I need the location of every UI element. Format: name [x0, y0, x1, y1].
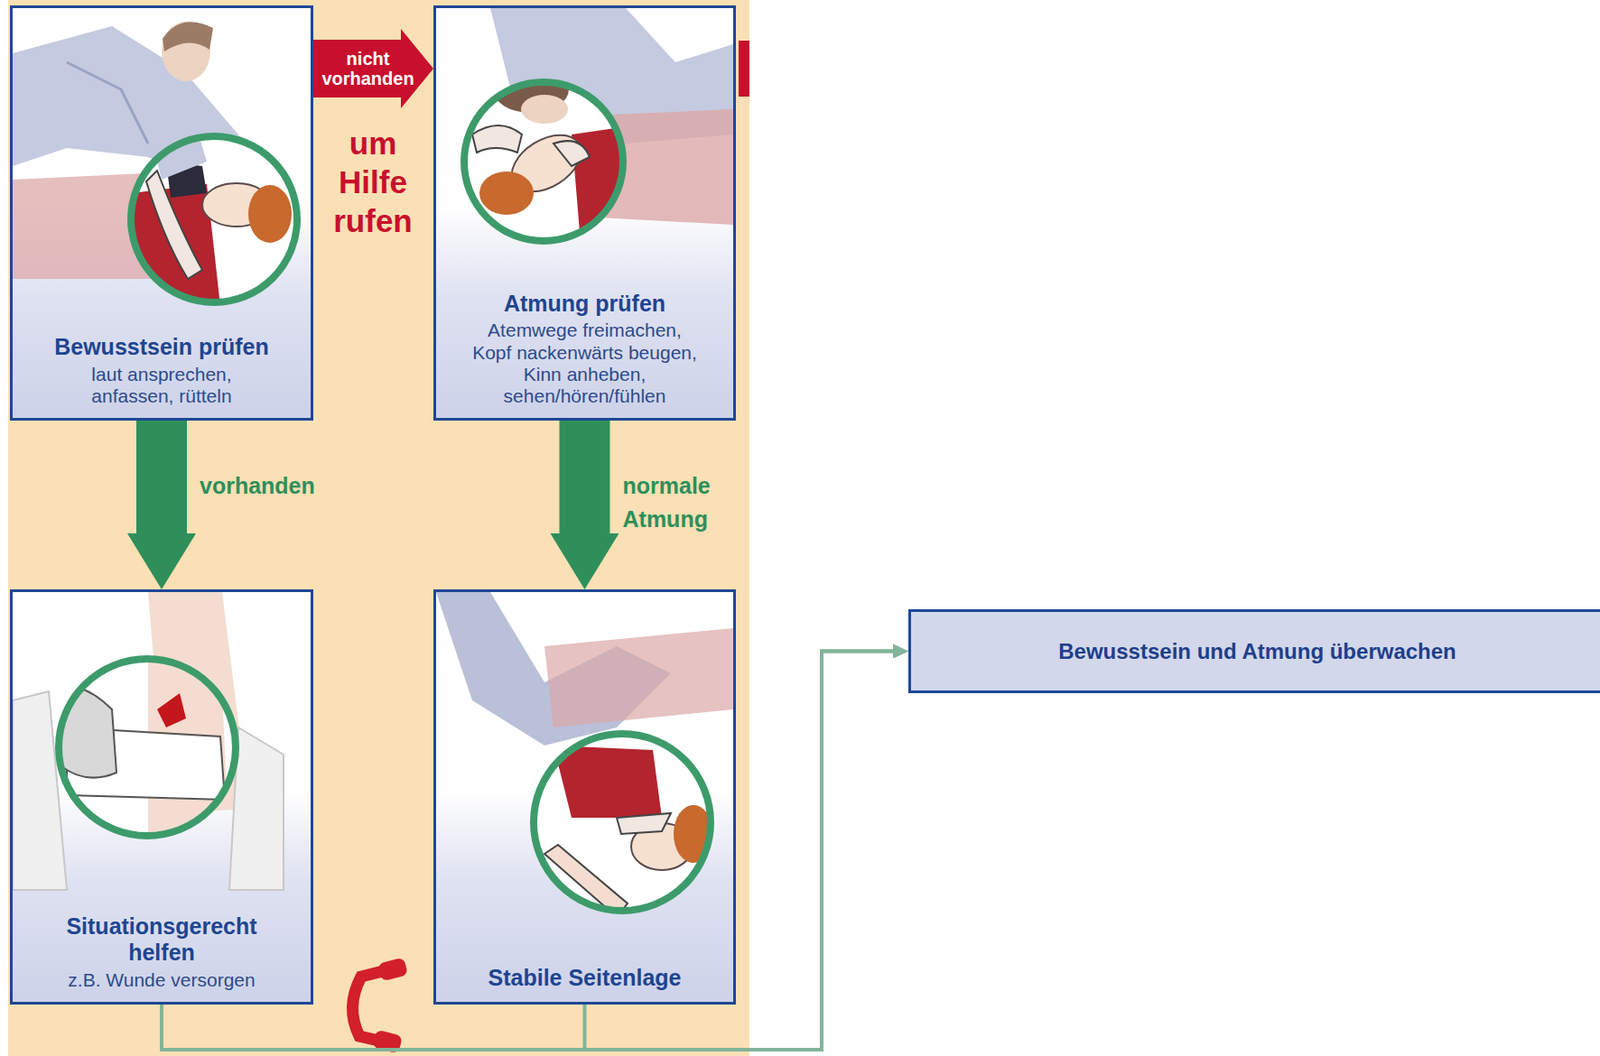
action-box: Situationsgerecht helfenz.B. Wunde verso…	[9, 589, 314, 1005]
edge-label: normale Atmung	[623, 469, 734, 537]
block-arrow	[550, 420, 620, 590]
edge-label: vorhanden	[199, 469, 310, 503]
box-title: Bewusstsein und Atmung überwachen	[1058, 639, 1457, 665]
monitor-band: Bewusstsein und Atmung überwachen	[908, 609, 1600, 694]
box-body: Atemwege freimachen, Kopf nackenwärts be…	[468, 319, 702, 408]
check-box: Bewusstsein prüfenlaut ansprechen, anfas…	[9, 5, 314, 421]
box-title: Bewusstsein prüfen	[54, 334, 270, 361]
check-box: Atmung prüfenAtemwege freimachen, Kopf n…	[433, 5, 736, 421]
edge-label: nicht vorhanden	[314, 48, 422, 89]
cut-arrow	[738, 40, 750, 97]
block-arrow	[127, 420, 196, 590]
box-title: Stabile Seitenlage	[488, 965, 682, 992]
phone-icon	[352, 958, 409, 1055]
box-title: Atmung prüfen	[503, 290, 666, 317]
block-arrow	[313, 28, 434, 109]
call-for-help-label: um Hilfe rufen	[314, 123, 432, 241]
box-title: Situationsgerecht helfen	[44, 913, 280, 967]
action-box: Stabile Seitenlage	[433, 589, 736, 1005]
beige-panel	[8, 0, 750, 1056]
box-body: z.B. Wunde versorgen	[67, 969, 255, 992]
recovery-position-illustration	[436, 592, 734, 1003]
box-body: laut ansprechen, anfassen, rütteln	[62, 363, 261, 408]
